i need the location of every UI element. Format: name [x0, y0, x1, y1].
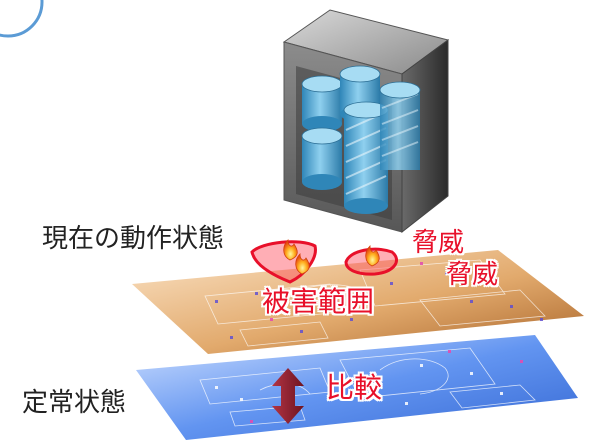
- normal-state-label: 定常状態: [22, 388, 127, 418]
- fire-icon: [295, 253, 310, 275]
- corner-circle-icon: [0, 0, 44, 38]
- threat-label-1: 脅威: [412, 228, 465, 258]
- database-disk-icon: [379, 81, 421, 170]
- current-state-label: 現在の動作状態: [42, 224, 225, 254]
- fire-icon: [283, 239, 298, 261]
- normal-state-plane: [136, 335, 578, 440]
- damage-scope-label: 被害範囲: [262, 285, 375, 318]
- double-arrow-icon: [272, 368, 304, 424]
- current-state-plane: [132, 250, 584, 354]
- compare-label: 比較: [326, 371, 383, 404]
- threat-label-2: 脅威: [446, 260, 499, 290]
- database-disk-icon: [301, 127, 343, 190]
- database-disk-icon: [301, 75, 343, 132]
- fire-icon: [365, 245, 380, 267]
